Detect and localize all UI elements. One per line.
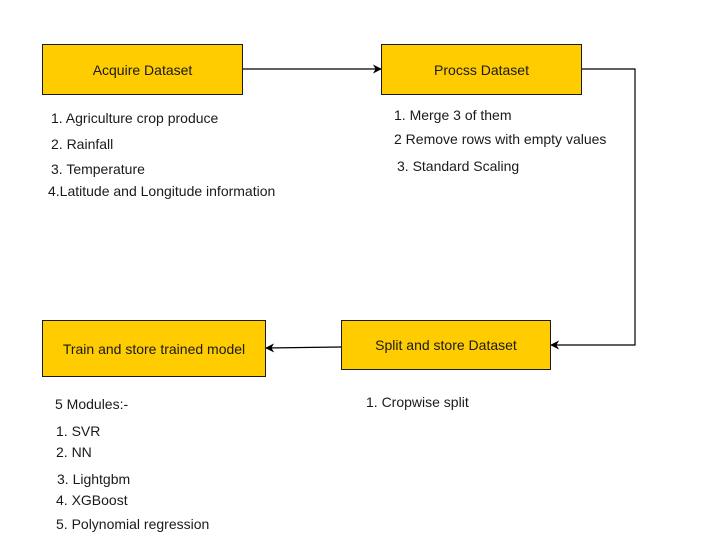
edge-process-to-split: [550, 68, 636, 350]
node-train-model: Train and store trained model: [42, 320, 266, 377]
node-process-dataset: Procss Dataset: [381, 44, 582, 95]
node-split-dataset-label: Split and store Dataset: [375, 337, 517, 353]
acquire-note: 4.Latitude and Longitude information: [48, 183, 276, 199]
train-note: 2. NN: [56, 444, 92, 460]
node-acquire-dataset-label: Acquire Dataset: [92, 61, 193, 78]
train-note: 3. Lightgbm: [57, 471, 131, 487]
node-train-model-label: Train and store trained model: [62, 340, 246, 357]
process-note: 2 Remove rows with empty values: [394, 131, 607, 147]
train-note: 1. SVR: [56, 423, 101, 439]
node-process-dataset-label: Procss Dataset: [434, 61, 529, 78]
process-note: 3. Standard Scaling: [397, 158, 520, 174]
acquire-note: 3. Temperature: [51, 161, 145, 177]
edge-split-to-train: [265, 343, 342, 353]
train-note: 5 Modules:-: [55, 396, 129, 412]
node-split-dataset: Split and store Dataset: [341, 320, 551, 370]
node-acquire-dataset: Acquire Dataset: [42, 44, 243, 95]
acquire-note: 1. Agriculture crop produce: [51, 110, 219, 126]
split-note: 1. Cropwise split: [366, 394, 469, 410]
acquire-note: 2. Rainfall: [51, 136, 114, 152]
process-note: 1. Merge 3 of them: [394, 107, 512, 123]
train-note: 5. Polynomial regression: [56, 516, 210, 532]
train-note: 4. XGBoost: [56, 492, 128, 508]
